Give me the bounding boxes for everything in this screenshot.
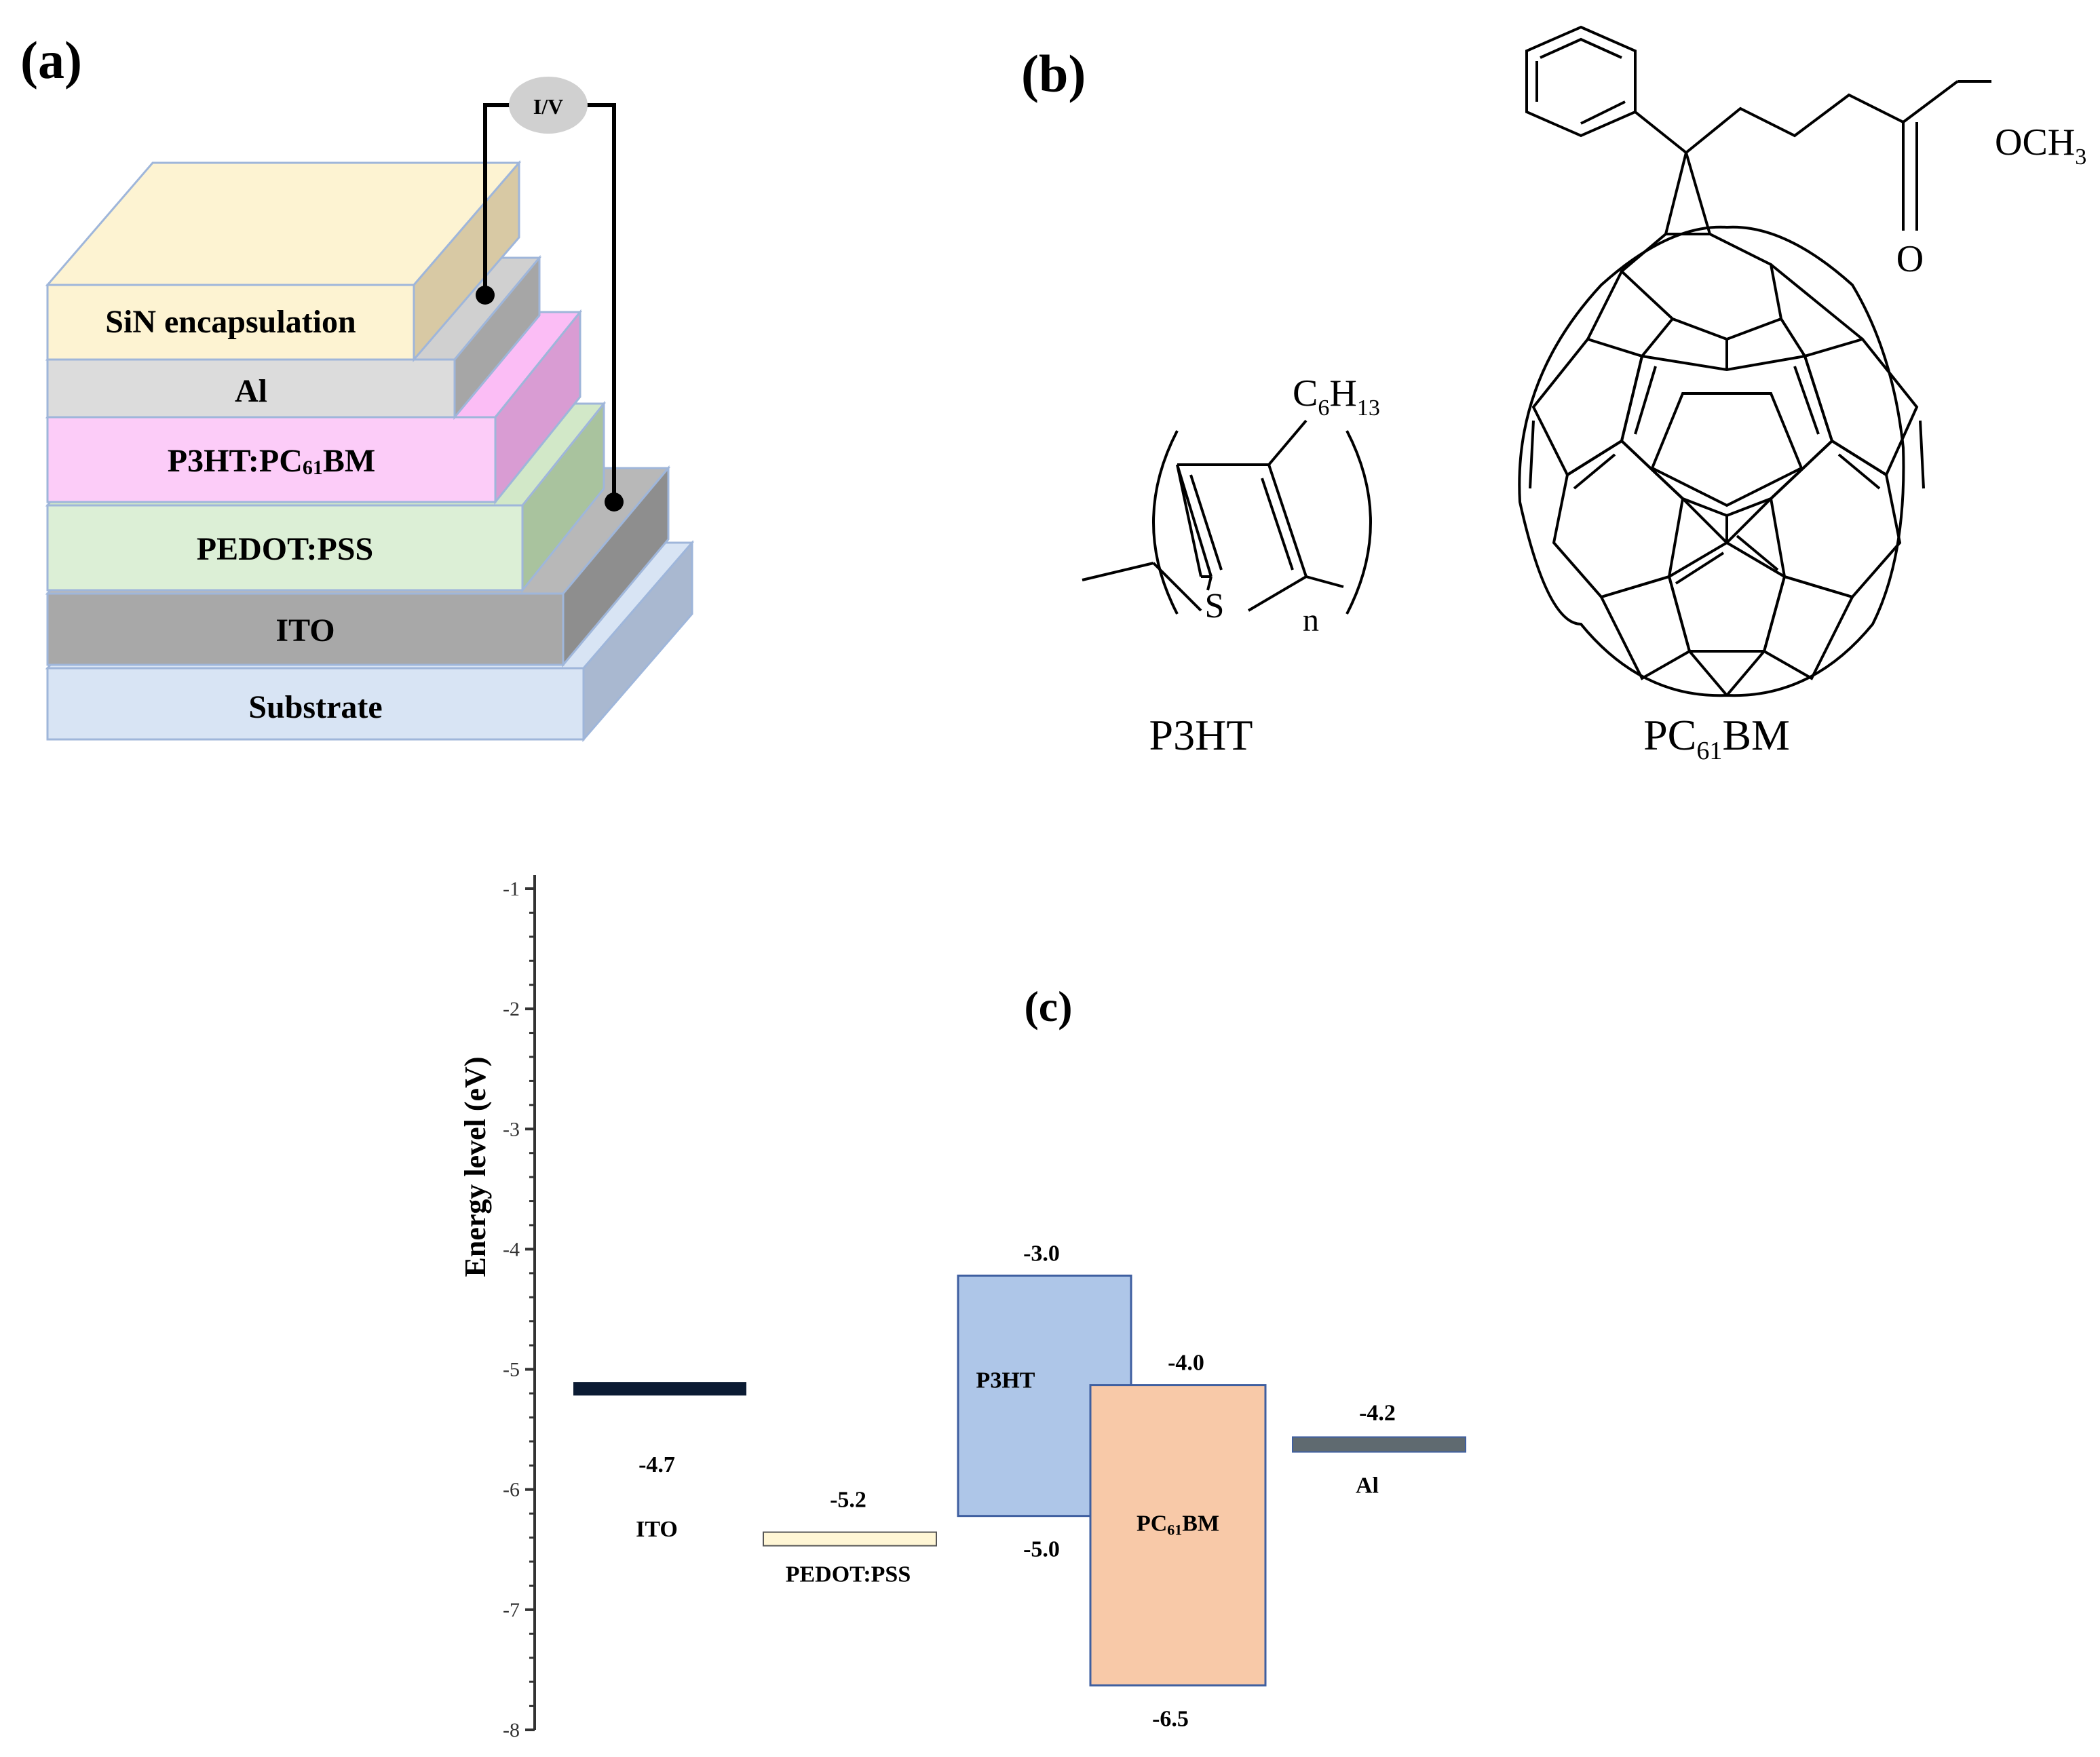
- layer-sin-encapsulation: SiN encapsulation: [45, 159, 522, 363]
- panel-a-label: (a): [20, 31, 82, 90]
- panel-c: (c) -1 -2 -3 -4 -5 -6 -7 -8 Energy level (eV) -…: [459, 875, 1466, 1741]
- layer-label-ito: ITO: [275, 613, 335, 649]
- p3ht-name: P3HT: [1149, 711, 1253, 759]
- layer-label-al: Al: [235, 373, 267, 409]
- level-bar-pedot: [763, 1531, 937, 1547]
- level-value-pcbm-homo: -6.5: [1152, 1706, 1189, 1731]
- y-tick-label: -2: [503, 998, 520, 1020]
- material-label-p3ht: P3HT: [976, 1368, 1035, 1393]
- level-value-p3ht-homo: -5.0: [1023, 1537, 1060, 1562]
- y-axis-label: Energy level (eV): [459, 1057, 492, 1277]
- p3ht-repeat-n: n: [1303, 602, 1319, 638]
- level-box-pcbm: [1089, 1384, 1267, 1686]
- ito-contact-dot: [605, 493, 624, 511]
- p3ht-sulfur: S: [1205, 587, 1225, 625]
- material-label-pcbm: PC61BM: [1137, 1511, 1219, 1539]
- panel-c-label: (c): [1024, 982, 1072, 1030]
- iv-meter-label: I/V: [533, 94, 563, 119]
- level-bar-al: [1292, 1436, 1466, 1453]
- y-tick-label: -6: [503, 1479, 520, 1501]
- level-bar-ito: [573, 1382, 746, 1396]
- level-value-al: -4.2: [1359, 1400, 1396, 1425]
- material-label-ito: ITO: [636, 1517, 678, 1542]
- level-value-ito: -4.7: [638, 1452, 675, 1478]
- layer-label-p3ht-pcbm: P3HT:PC61BM: [168, 443, 375, 479]
- y-tick-label: -7: [503, 1599, 520, 1621]
- y-tick-label: -1: [503, 878, 520, 900]
- layer-label-substrate: Substrate: [248, 689, 382, 725]
- layer-label-pedot-pss: PEDOT:PSS: [197, 531, 373, 567]
- energy-axis: -1 -2 -3 -4 -5 -6 -7 -8: [503, 875, 536, 1741]
- iv-circuit: I/V: [476, 77, 624, 511]
- y-tick-label: -4: [503, 1238, 520, 1260]
- material-label-al: Al: [1356, 1473, 1379, 1498]
- panel-b: (b) S n C6H13 P3HT: [1021, 25, 2086, 765]
- pcbm-ester-group: OCH3: [1995, 121, 2086, 170]
- pcbm-name: PC61BM: [1643, 711, 1790, 765]
- y-tick-label: -8: [503, 1719, 520, 1741]
- panel-a: (a) Substrate ITO PEDOT:PSS P3HT:: [20, 31, 695, 743]
- p3ht-structure: [1082, 419, 1372, 615]
- layer-label-sin: SiN encapsulation: [105, 304, 356, 340]
- pcbm-structure: [1518, 25, 1991, 697]
- level-value-pcbm-lumo: -4.0: [1168, 1351, 1204, 1376]
- level-value-p3ht-lumo: -3.0: [1023, 1241, 1060, 1266]
- level-value-pedot: -5.2: [830, 1488, 866, 1513]
- y-tick-label: -5: [503, 1359, 520, 1381]
- y-tick-label: -3: [503, 1118, 520, 1140]
- panel-b-label: (b): [1021, 44, 1086, 103]
- p3ht-substituent: C6H13: [1293, 372, 1380, 421]
- al-contact-dot: [476, 286, 495, 305]
- iv-meter-icon: [509, 77, 588, 134]
- pcbm-carbonyl-oxygen: O: [1896, 238, 1924, 280]
- material-label-pedot: PEDOT:PSS: [786, 1562, 911, 1587]
